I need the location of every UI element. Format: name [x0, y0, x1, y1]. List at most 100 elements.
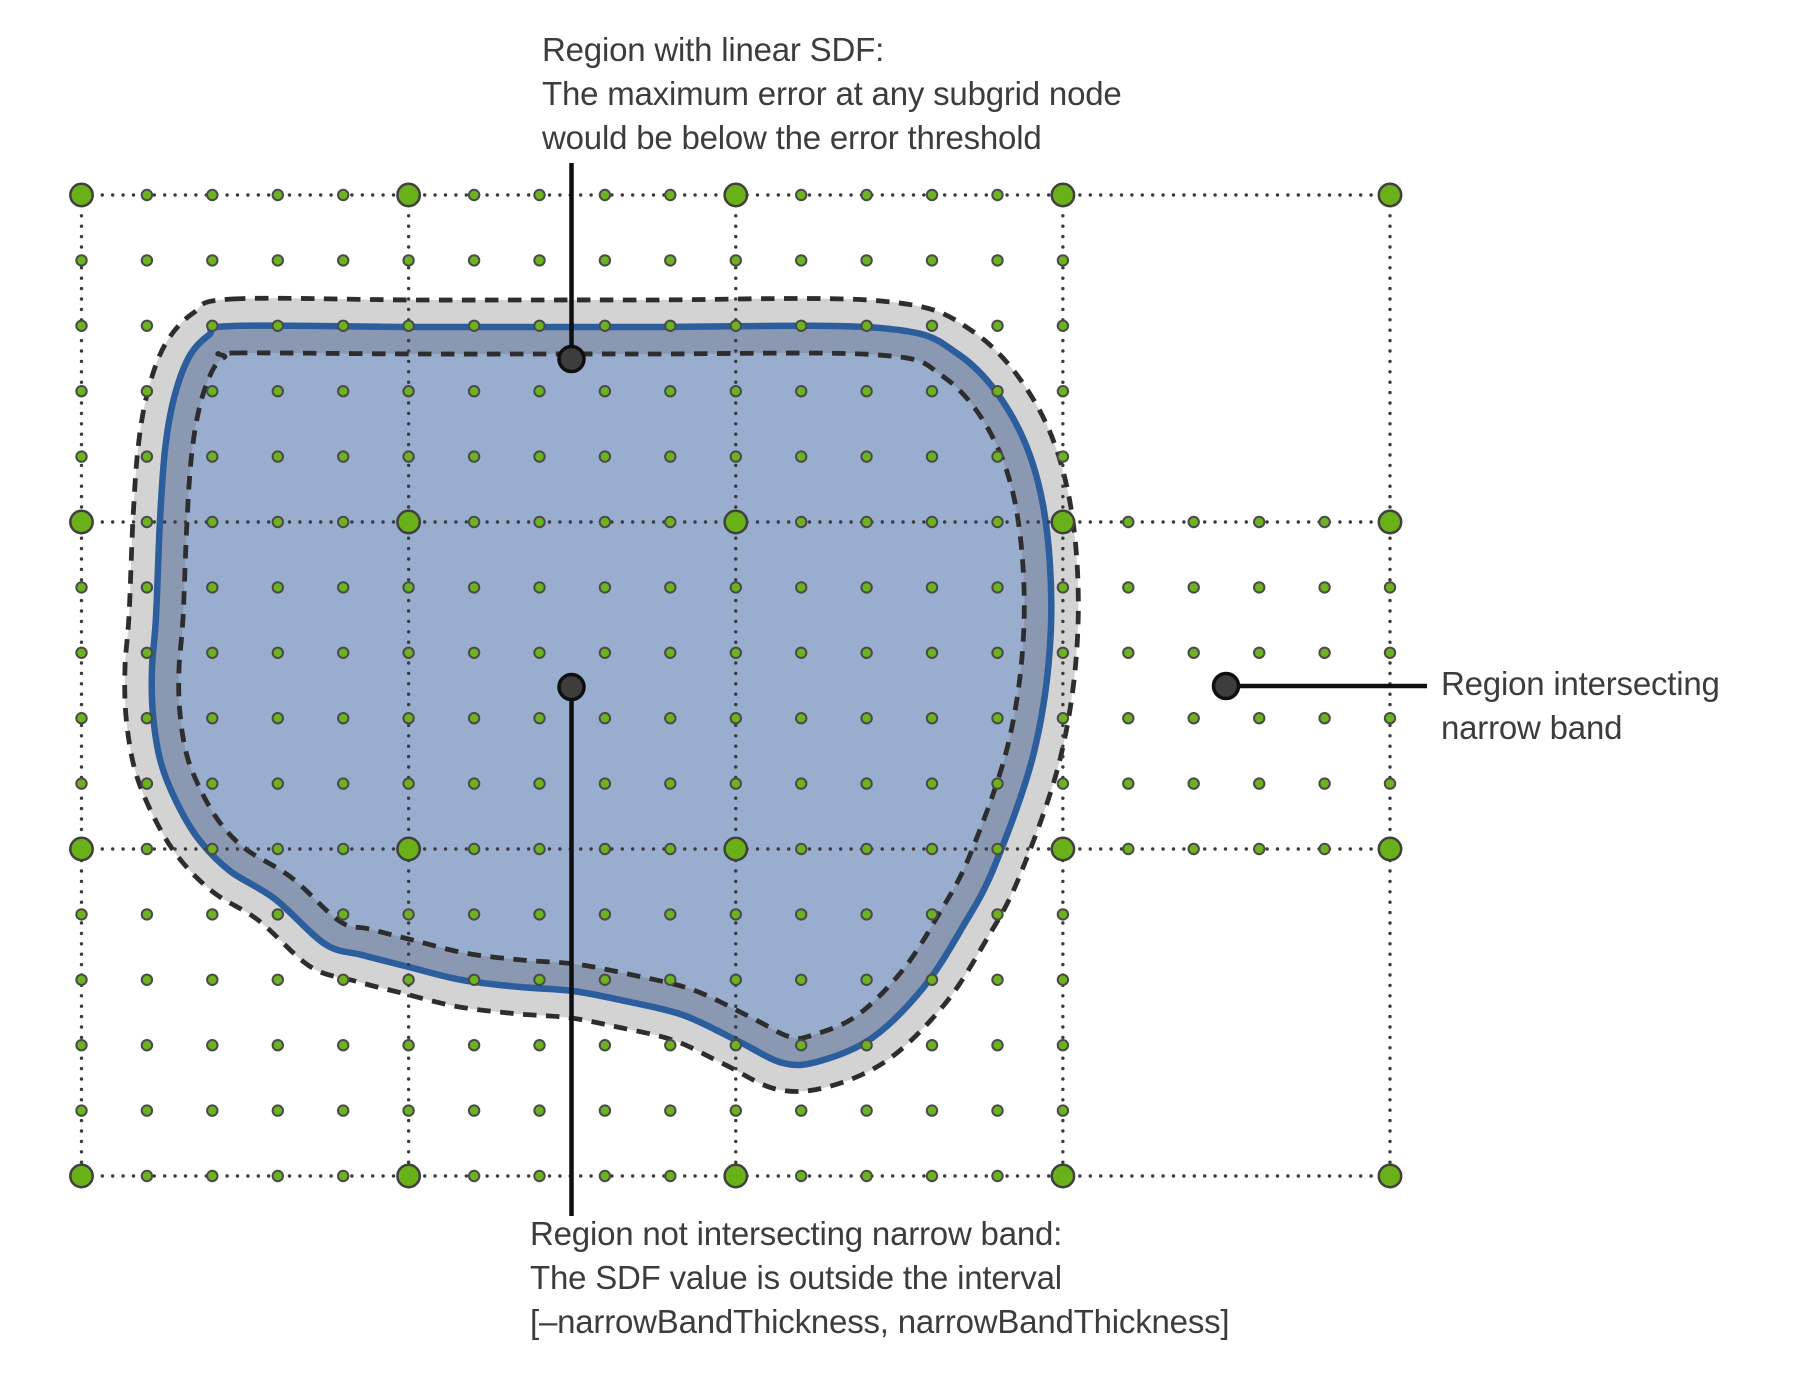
subgrid-node [271, 581, 284, 594]
subgrid-node [925, 646, 939, 659]
subgrid-node [206, 1039, 219, 1052]
major-grid-node [69, 1163, 94, 1189]
subgrid-node [729, 777, 742, 790]
subgrid-node [664, 712, 677, 725]
subgrid-node [1187, 842, 1200, 856]
sdf-region-fill [151, 325, 1052, 1066]
callout-linear-sdf-dot [557, 344, 586, 374]
subgrid-node [860, 450, 873, 463]
major-grid-nodes [69, 182, 1403, 1189]
subgrid-node [860, 1039, 873, 1052]
subgrid-node [467, 450, 481, 463]
subgrid-node [271, 1039, 284, 1052]
subgrid-node [271, 777, 284, 790]
subgrid-node [1056, 712, 1070, 725]
subgrid-node [206, 385, 219, 398]
major-grid-node [1377, 182, 1403, 208]
subgrid-node [664, 973, 677, 986]
subgrid-node [140, 450, 154, 463]
subgrid-node [271, 450, 284, 463]
subgrid-node [925, 1104, 939, 1117]
subgrid-node [1253, 515, 1266, 529]
major-grid-node [1377, 836, 1403, 862]
subgrid-node [598, 777, 612, 790]
subgrid-node [1122, 646, 1135, 659]
subgrid-node [271, 188, 284, 202]
subgrid-node [729, 646, 742, 659]
subgrid-node [533, 188, 546, 202]
subgrid-node [271, 254, 284, 267]
subgrid-node [140, 254, 154, 267]
subgrid-node [1318, 581, 1331, 594]
subgrid-node [467, 254, 481, 267]
subgrid-node [925, 777, 939, 790]
subgrid-node [1187, 515, 1200, 529]
subgrid-node [664, 908, 677, 921]
subgrid-node [925, 515, 939, 529]
subgrid-node [337, 385, 350, 398]
subgrid-node [860, 908, 873, 921]
subgrid-node [1383, 581, 1397, 594]
callout-intersecting-dot [1211, 671, 1241, 701]
subgrid-node [795, 1169, 808, 1183]
subgrid-node [598, 1039, 612, 1052]
subgrid-node [729, 1039, 742, 1052]
subgrid-node [533, 1039, 546, 1052]
subgrid-node [467, 973, 481, 986]
subgrid-node [795, 581, 808, 594]
subgrid-node [729, 581, 742, 594]
subgrid-node [991, 188, 1004, 202]
subgrid-node [75, 254, 88, 267]
subgrid-node [206, 842, 219, 856]
subgrid-node [795, 319, 808, 332]
subgrid-node [533, 581, 546, 594]
subgrid-node [271, 973, 284, 986]
subgrid-node [795, 908, 808, 921]
subgrid-node [729, 908, 742, 921]
subgrid-node [860, 973, 873, 986]
subgrid-node [533, 385, 546, 398]
subgrid-node [140, 581, 154, 594]
subgrid-node [664, 188, 677, 202]
subgrid-node [795, 385, 808, 398]
subgrid-node [991, 319, 1004, 332]
subgrid-node [991, 581, 1004, 594]
subgrid-node [467, 712, 481, 725]
subgrid-node [75, 646, 88, 659]
subgrid-node [795, 777, 808, 790]
subgrid-node [140, 973, 154, 986]
subgrid-node [140, 515, 154, 529]
subgrid-node [206, 581, 219, 594]
subgrid-node [925, 908, 939, 921]
subgrid-node [598, 254, 612, 267]
subgrid-node [271, 1104, 284, 1117]
subgrid-node [860, 319, 873, 332]
subgrid-node [991, 1039, 1004, 1052]
subgrid-node [402, 319, 415, 332]
subgrid-node [75, 450, 88, 463]
subgrid-node [337, 254, 350, 267]
subgrid-node [75, 385, 88, 398]
narrow-band-inner-boundary [176, 350, 1027, 1041]
subgrid-node [206, 908, 219, 921]
subgrid-node [206, 1104, 219, 1117]
subgrid-node [337, 973, 350, 986]
subgrid-node [729, 319, 742, 332]
subgrid-node [598, 973, 612, 986]
subgrid-node [533, 973, 546, 986]
subgrid-node [533, 319, 546, 332]
major-grid-node [1050, 509, 1076, 535]
subgrid-node [1187, 646, 1200, 659]
subgrid-node [402, 254, 415, 267]
subgrid-node [271, 842, 284, 856]
subgrid-node [664, 1169, 677, 1183]
subgrid-node [1318, 777, 1331, 790]
subgrid-node [1056, 581, 1070, 594]
subgrid-node [337, 712, 350, 725]
subgrid-node [271, 1169, 284, 1183]
major-grid-node [723, 182, 749, 208]
subgrid-node [467, 1104, 481, 1117]
subgrid-node [860, 254, 873, 267]
subgrid-node [860, 1104, 873, 1117]
subgrid-node [533, 1169, 546, 1183]
